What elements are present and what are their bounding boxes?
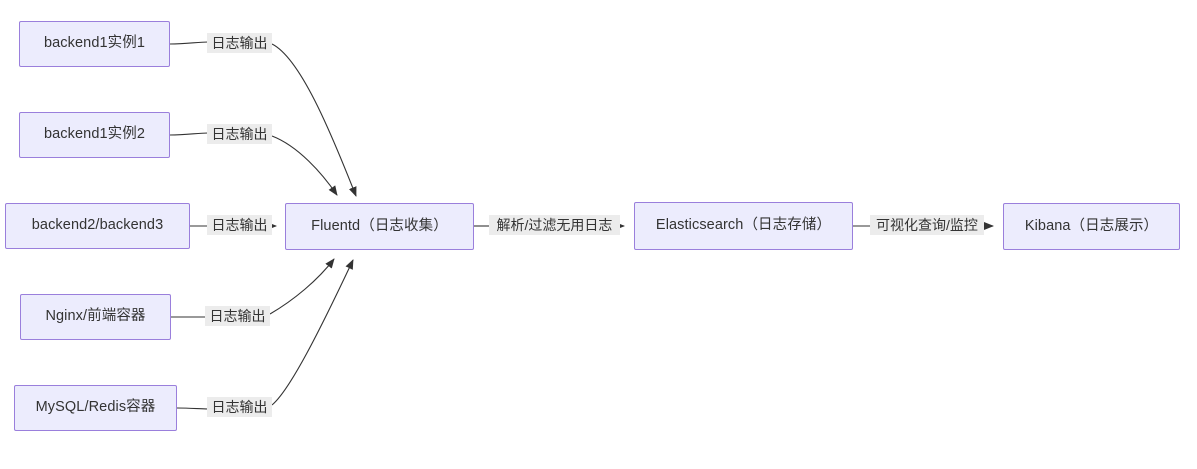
node-label: Nginx/前端容器 xyxy=(45,308,146,325)
node-label: backend1实例1 xyxy=(43,35,146,52)
node-label: MySQL/Redis容器 xyxy=(35,399,156,416)
edge-label-backend23: 日志输出 xyxy=(207,215,272,235)
edge-label-backend1-instance2: 日志输出 xyxy=(207,124,272,144)
node-elasticsearch[interactable]: Elasticsearch（日志存储） xyxy=(634,202,853,250)
node-label: Elasticsearch（日志存储） xyxy=(655,217,832,234)
node-backend1-instance2[interactable]: backend1实例2 xyxy=(19,112,170,158)
node-fluentd[interactable]: Fluentd（日志收集） xyxy=(285,203,474,250)
edge-label-visualize-query: 可视化查询/监控 xyxy=(870,215,984,235)
edge-backend1-instance1-to-fluentd xyxy=(169,41,357,197)
edge-label-nginx: 日志输出 xyxy=(205,306,270,326)
node-mysql-redis-container[interactable]: MySQL/Redis容器 xyxy=(14,385,177,431)
node-label: Fluentd（日志收集） xyxy=(311,217,448,234)
edge-label-parse-filter: 解析/过滤无用日志 xyxy=(489,215,620,235)
edge-mysql-to-fluentd xyxy=(176,259,354,410)
node-label: backend2/backend3 xyxy=(31,217,164,234)
node-backend2-backend3[interactable]: backend2/backend3 xyxy=(5,203,190,249)
node-nginx-frontend-container[interactable]: Nginx/前端容器 xyxy=(20,294,171,340)
edge-label-mysql: 日志输出 xyxy=(207,397,272,417)
node-backend1-instance1[interactable]: backend1实例1 xyxy=(19,21,170,67)
edge-label-backend1-instance1: 日志输出 xyxy=(207,33,272,53)
node-kibana[interactable]: Kibana（日志展示） xyxy=(1003,203,1180,250)
node-label: backend1实例2 xyxy=(43,126,146,143)
node-label: Kibana（日志展示） xyxy=(1024,217,1159,234)
